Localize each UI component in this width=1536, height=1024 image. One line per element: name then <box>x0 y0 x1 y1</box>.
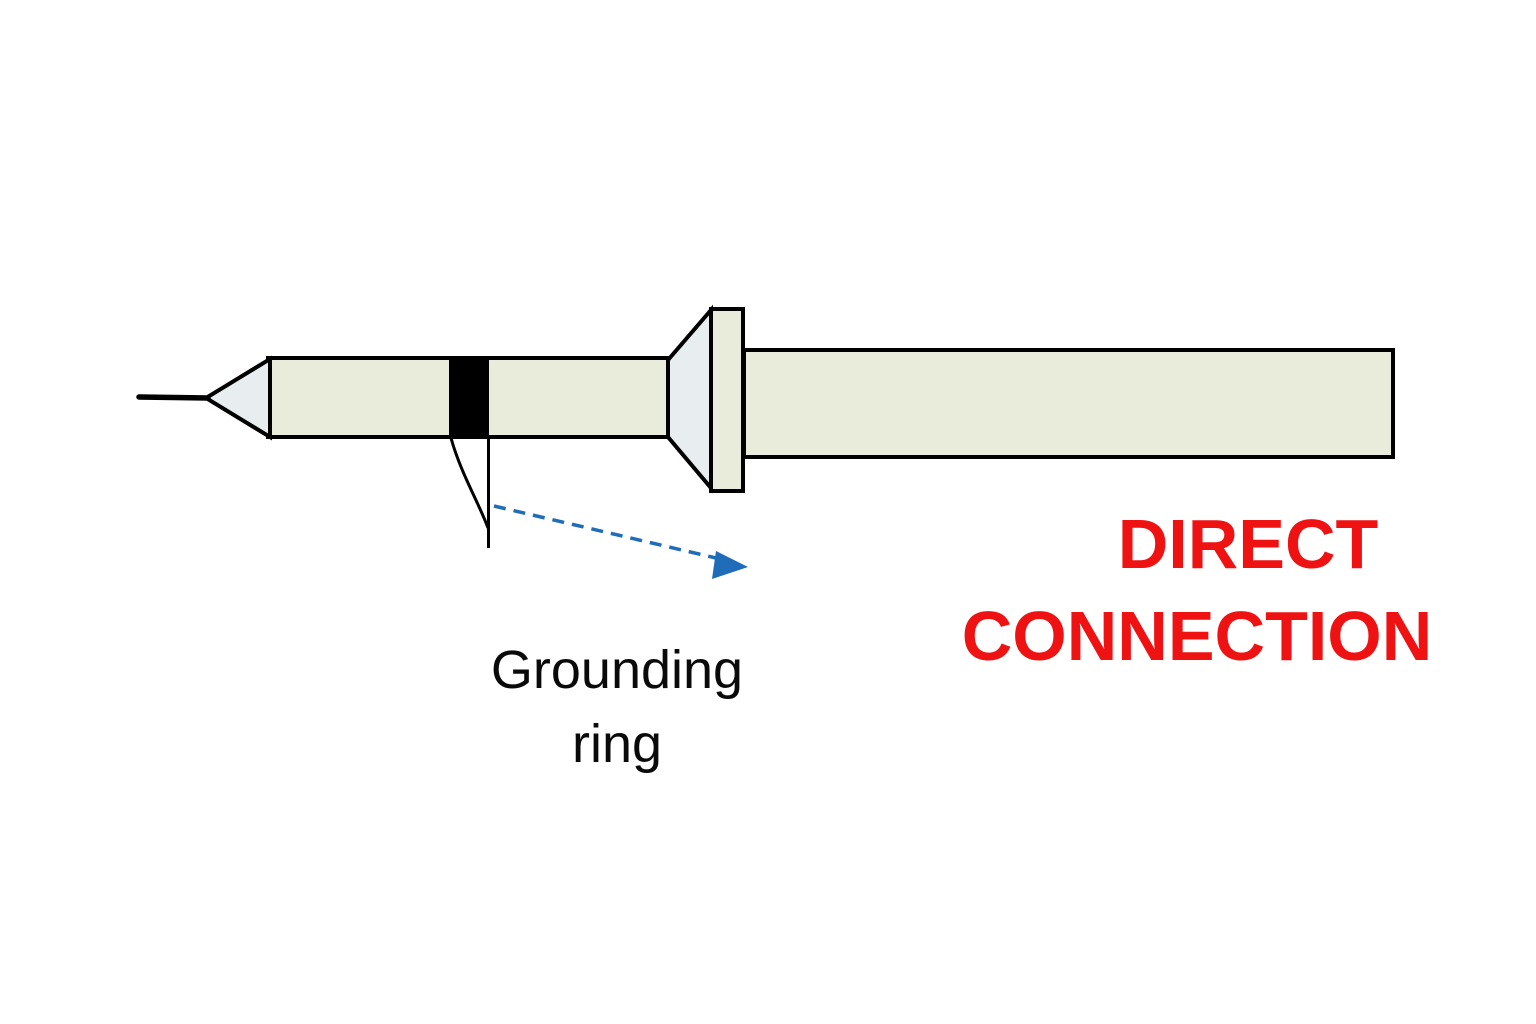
probe-flare-taper <box>666 304 713 494</box>
direct-connection-label-line1: DIRECT <box>1117 505 1379 583</box>
probe-nose-cone <box>202 355 272 441</box>
probe-collar <box>709 307 745 493</box>
direct-connection-label-line2: CONNECTION <box>961 597 1433 675</box>
grounding-ring-label-line1: Grounding <box>490 640 744 700</box>
grounding-ring-label-line2: ring <box>571 714 663 774</box>
grounding-ring-label: Grounding ring <box>417 633 817 781</box>
pointer-arrow-head-icon <box>712 551 748 579</box>
probe-rear-shaft <box>742 348 1395 459</box>
pointer-arrow-dashed-line <box>493 504 717 560</box>
grounding-ring-band <box>449 358 489 437</box>
grounding-ring-leader-curve <box>449 437 490 529</box>
probe-tip-wire <box>136 394 211 401</box>
